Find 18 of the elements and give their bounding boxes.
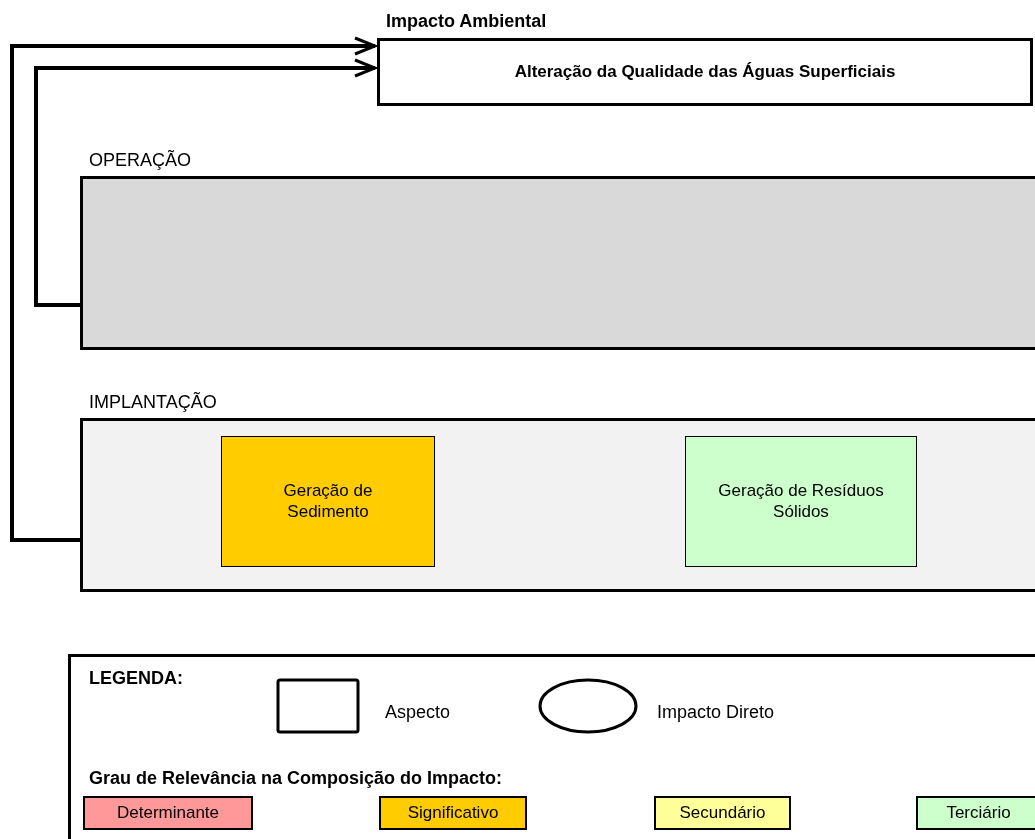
legend-label: Secundário [679,803,766,823]
aspect-box [685,436,917,567]
phase-heading: OPERAÇÃO [89,150,192,171]
legend-label: Impacto Direto [657,702,775,723]
box-heading: Impacto Ambiental [386,11,547,32]
legend-label: Aspecto [385,702,451,723]
legend-label: Significativo [407,803,499,823]
legend-label: Determinante [116,803,220,823]
arrow [34,58,377,307]
legend-label: Terciário [946,803,1011,823]
phase-heading: IMPLANTAÇÃO [89,392,217,413]
impact-text: Alteração da Qualidade das Águas Superficiais [514,61,896,83]
legend-subtitle: Grau de Relevância na Composição do Impacto: [89,768,503,789]
aspect-text: Geração de Sedimento [282,481,374,522]
arrow [10,36,377,542]
aspect-text: Geração de Resíduos Sólidos [717,481,885,522]
legend-title: LEGENDA: [89,668,183,689]
aspect-box [221,436,435,567]
